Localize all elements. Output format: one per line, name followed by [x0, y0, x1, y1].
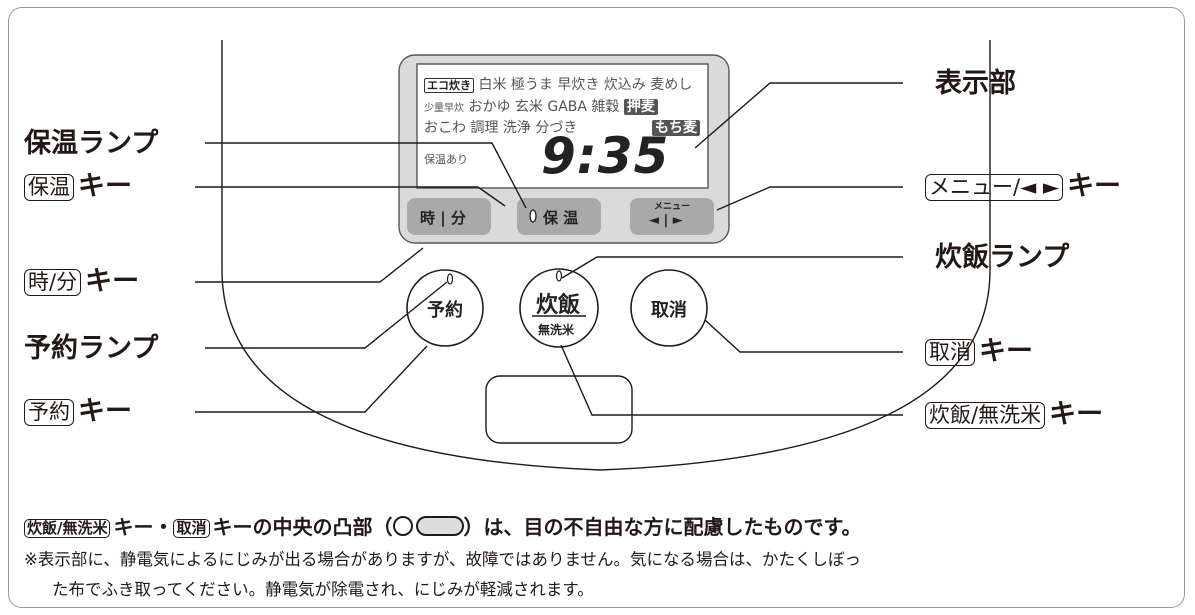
- reserve-button-circle: [406, 269, 484, 347]
- cook-sub-label[interactable]: 無洗米: [538, 323, 575, 337]
- keep-warm-key-box: 保温: [24, 174, 74, 201]
- keep-warm-lamp: [529, 209, 537, 223]
- mode-gaba: GABA: [547, 99, 587, 115]
- mode-okowa: おこわ: [424, 120, 466, 136]
- note-line-2: ※表示部に、静電気によるにじみが出る場合がありますが、故障ではありません。気にな…: [24, 550, 862, 569]
- key-suffix: キー: [78, 171, 132, 202]
- callout-keep-warm-lamp: 保温ランプ: [24, 128, 159, 159]
- cook-label[interactable]: 炊飯: [536, 293, 581, 318]
- callout-reserve-lamp: 予約ランプ: [24, 333, 159, 364]
- note-line-3: た布でふき取ってください。静電気が除電され、にじみが軽減されます。: [52, 580, 594, 599]
- cook-button-circle: [519, 268, 599, 348]
- mode-mochimugi: もち麦: [652, 120, 700, 136]
- hour-min-button: [407, 198, 491, 235]
- lcd-row-2: 少量早炊 おかゆ 玄米 GABA 雑穀 押麦: [424, 96, 658, 116]
- callout-display: 表示部: [935, 68, 1016, 99]
- mode-eco: エコ炊き: [424, 78, 474, 93]
- hour-min-key-box: 時/分: [24, 269, 82, 296]
- cancel-label[interactable]: 取消: [651, 300, 687, 321]
- outer-frame: [8, 7, 1185, 608]
- key-suffix: キー: [1067, 171, 1122, 202]
- key-suffix: キー: [85, 266, 140, 297]
- mode-oshimugi: 押麦: [623, 99, 658, 115]
- cancel-key-box: 取消: [925, 339, 975, 366]
- callout-reserve-key: 予約キー: [24, 398, 132, 426]
- pill-bump-icon: [415, 516, 464, 536]
- mode-brown-rice: 玄米: [514, 99, 543, 115]
- callout-menu-key: メニュー/◄ ►キー: [925, 173, 1121, 201]
- callout-keep-warm-key: 保温キー: [24, 173, 132, 201]
- menu-arrows[interactable]: ◄ | ►: [649, 213, 683, 228]
- menu-label[interactable]: メニュー: [654, 202, 691, 212]
- leader-lines: [195, 82, 903, 416]
- reserve-label[interactable]: 予約: [427, 300, 463, 321]
- cook-lamp: [555, 270, 563, 282]
- mode-takikomi: 炊込み: [603, 77, 646, 93]
- keep-warm-label[interactable]: 保 温: [543, 209, 579, 227]
- callout-hour-min-key: 時/分キー: [24, 268, 139, 296]
- key-suffix: キー: [78, 396, 132, 427]
- mode-okayu: おかゆ: [468, 99, 511, 115]
- cancel-button-circle: [630, 269, 708, 347]
- note-cook-key-box: 炊飯/無洗米: [24, 518, 111, 539]
- menu-button: [630, 198, 714, 235]
- mode-chouri: 調理: [470, 120, 499, 136]
- mode-buzuki: 分づき: [535, 120, 578, 136]
- time-display: 9:35: [541, 127, 670, 185]
- keep-warm-note: 保温あり: [424, 153, 468, 166]
- callout-cancel-key: 取消キー: [925, 338, 1033, 366]
- mode-white-rice: 白米: [478, 77, 507, 93]
- mode-small-quick: 少量早炊: [424, 103, 464, 114]
- note-text-a: キー・: [113, 515, 174, 539]
- keep-warm-button: [517, 198, 601, 235]
- lcd-row-1: エコ炊き 白米 極うま 早炊き 炊込み 麦めし: [424, 74, 692, 94]
- cook-key-box: 炊飯/無洗米: [925, 402, 1046, 429]
- note-line-1: 炊飯/無洗米キー・取消キーの中央の凸部（ ）は、目の不自由な方に配慮したものです。: [24, 511, 862, 540]
- hour-min-label[interactable]: 時 | 分: [420, 209, 466, 227]
- callout-cook-key: 炊飯/無洗米キー: [925, 401, 1103, 429]
- lcd-mochimugi: もち麦: [652, 117, 700, 137]
- callout-cook-lamp: 炊飯ランプ: [935, 242, 1070, 273]
- note-text-c: ）は、目の不自由な方に配慮したものです。: [463, 515, 862, 539]
- note-text-b: キーの中央の凸部（: [212, 515, 393, 539]
- menu-key-box: メニュー/◄ ►: [925, 174, 1064, 201]
- reserve-lamp: [446, 273, 454, 285]
- cooker-body-outline: [221, 40, 991, 471]
- key-suffix: キー: [979, 336, 1033, 367]
- mode-gokuuma: 極うま: [510, 77, 553, 93]
- lid-open-button: [485, 375, 633, 444]
- mode-quick: 早炊き: [557, 77, 600, 93]
- lcd-row-3: おこわ 調理 洗浄 分づき: [424, 117, 577, 137]
- key-suffix: キー: [1049, 399, 1104, 430]
- mode-senjou: 洗浄: [502, 120, 531, 136]
- mode-mugimeshi: 麦めし: [650, 77, 693, 93]
- circle-bump-icon: [392, 516, 413, 536]
- mode-zakkoku: 雑穀: [591, 99, 620, 115]
- reserve-key-box: 予約: [24, 399, 74, 426]
- note-cancel-key-box: 取消: [173, 518, 210, 539]
